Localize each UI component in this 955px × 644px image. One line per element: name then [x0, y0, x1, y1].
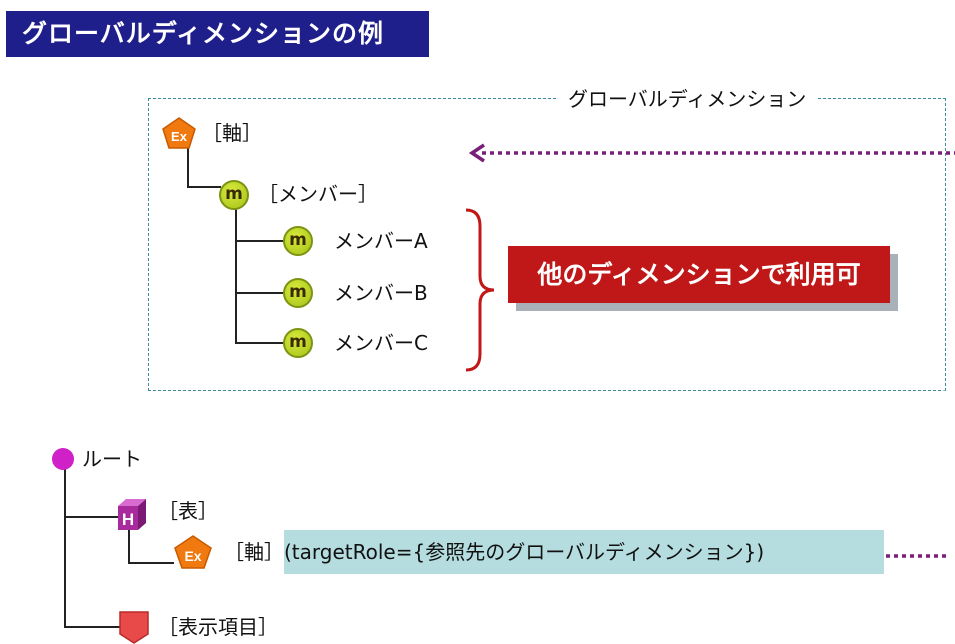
member-a-label: メンバーA: [334, 229, 428, 253]
axis-label: ［軸］: [202, 121, 262, 145]
svg-text:Ex: Ex: [171, 129, 188, 144]
tree-connector: [235, 292, 285, 294]
root-dot-icon: [52, 448, 74, 470]
member-icon: m: [283, 278, 313, 308]
tree-connector: [64, 466, 66, 628]
tree-connector: [235, 240, 285, 242]
member-icon: m: [219, 180, 249, 210]
tree-connector: [187, 146, 189, 188]
member-c-label: メンバーC: [334, 331, 428, 355]
ex-icon: Ex: [174, 535, 212, 569]
display-items-label: ［表示項目］: [158, 615, 278, 639]
member-icon: m: [283, 226, 313, 256]
tree-connector: [235, 342, 285, 344]
tree-connector: [235, 206, 237, 344]
target-role-axis-label: ［軸］(targetRole={参照先のグローバルディメンション}): [224, 540, 765, 564]
tree-connector: [128, 530, 130, 564]
reference-connector: [943, 148, 945, 560]
svg-text:H: H: [122, 510, 134, 529]
global-dimension-box-label: グローバルディメンション: [558, 84, 817, 114]
brace-icon: [465, 208, 495, 372]
tree-connector: [128, 562, 174, 564]
reuse-callout: 他のディメンションで利用可: [508, 246, 890, 303]
svg-text:Ex: Ex: [184, 548, 201, 564]
ex-icon: Ex: [162, 117, 196, 149]
reference-arrow: [468, 143, 955, 163]
member-icon: m: [283, 328, 313, 358]
tree-connector: [187, 186, 221, 188]
global-dimension-box: [148, 98, 946, 391]
hypercube-icon: H: [118, 499, 146, 530]
member-b-label: メンバーB: [334, 281, 428, 305]
tree-connector: [64, 516, 118, 518]
page-title: グローバルディメンションの例: [6, 11, 429, 57]
member-label: ［メンバー］: [258, 182, 378, 206]
tree-connector: [64, 626, 120, 628]
table-label: ［表］: [158, 499, 218, 523]
reference-dots: [886, 554, 950, 558]
display-item-icon: [119, 611, 149, 644]
root-label: ルート: [82, 447, 142, 471]
target-role-highlight: [284, 530, 884, 574]
